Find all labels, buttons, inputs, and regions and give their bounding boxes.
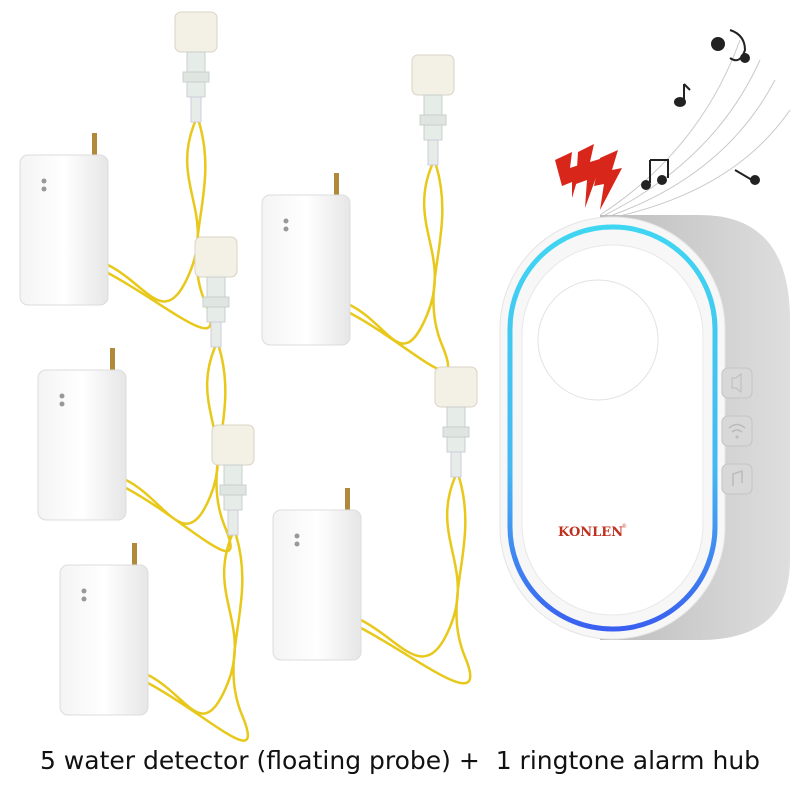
indicator-led bbox=[294, 541, 300, 547]
indicator-led bbox=[41, 178, 47, 184]
water-detector bbox=[37, 236, 238, 553]
probe-wire bbox=[349, 164, 450, 372]
indicator-led bbox=[283, 218, 289, 224]
registered-mark: ® bbox=[622, 523, 627, 530]
indicator-led bbox=[81, 596, 87, 602]
sound-waves-icon bbox=[599, 39, 791, 218]
alarm-lightning-icon bbox=[555, 144, 622, 210]
indicator-led bbox=[59, 401, 65, 407]
floating-probe bbox=[194, 236, 238, 348]
detector-body bbox=[261, 194, 351, 346]
probe-wire bbox=[360, 476, 472, 685]
music-note-icon bbox=[732, 469, 743, 486]
antenna bbox=[334, 173, 339, 197]
ringtone-button[interactable] bbox=[721, 463, 753, 495]
antenna bbox=[345, 488, 350, 512]
volume-button[interactable] bbox=[721, 367, 753, 399]
indicator-led bbox=[59, 393, 65, 399]
indicator-led bbox=[41, 186, 47, 192]
indicator-led bbox=[81, 588, 87, 594]
indicator-led bbox=[294, 533, 300, 539]
antenna bbox=[110, 348, 115, 372]
pair-button[interactable] bbox=[721, 415, 753, 447]
detector-body bbox=[19, 154, 109, 306]
floating-probe bbox=[411, 54, 455, 166]
water-detector bbox=[59, 424, 255, 742]
water-detector bbox=[19, 11, 218, 330]
wifi-pair-icon bbox=[728, 423, 746, 433]
product-caption: 5 water detector (floating probe) + 1 ri… bbox=[39, 746, 761, 775]
antenna bbox=[132, 543, 137, 567]
probe-wire bbox=[107, 121, 212, 330]
floating-probe bbox=[174, 11, 218, 123]
alarm-hub: KONLEN ® bbox=[499, 215, 790, 640]
indicator-led bbox=[283, 226, 289, 232]
music-notes-icon bbox=[641, 29, 760, 190]
water-detector bbox=[261, 54, 455, 372]
probe-wire bbox=[147, 534, 249, 742]
antenna bbox=[92, 133, 97, 157]
detector-body bbox=[59, 564, 149, 716]
floating-probe bbox=[211, 424, 255, 536]
floating-probe bbox=[434, 366, 478, 478]
water-detector bbox=[272, 366, 478, 685]
volume-icon bbox=[731, 372, 742, 394]
detector-body bbox=[272, 509, 362, 661]
water-detectors bbox=[19, 11, 478, 742]
probe-wire bbox=[125, 346, 232, 553]
brand-logo: KONLEN bbox=[558, 525, 623, 540]
detector-body bbox=[37, 369, 127, 521]
